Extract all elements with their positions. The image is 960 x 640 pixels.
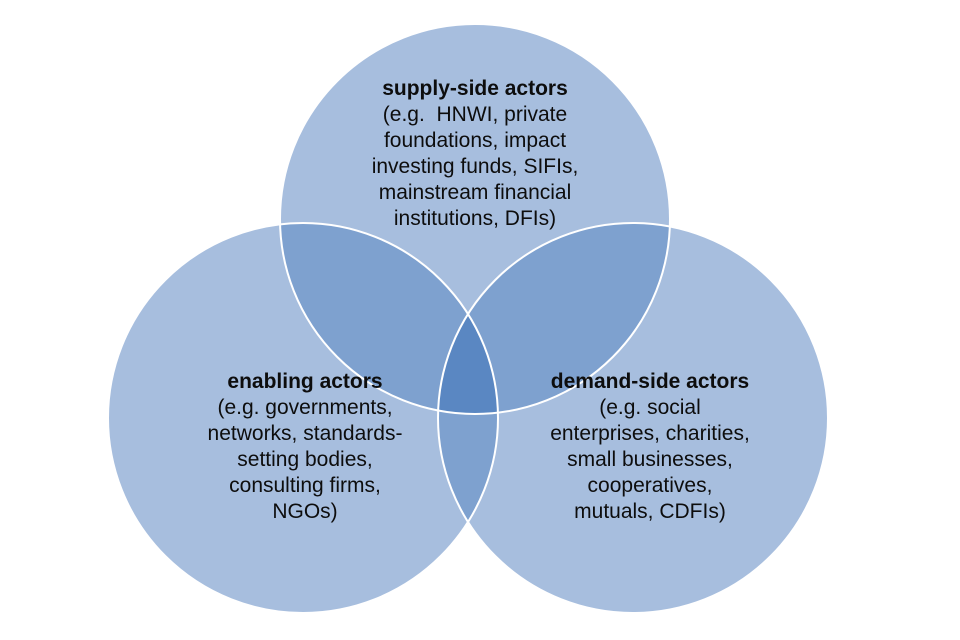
demand-side-title: demand-side actors xyxy=(550,370,750,393)
enabling-line-5: NGOs) xyxy=(272,500,338,523)
overlap-supply-demand xyxy=(438,223,670,414)
supply-side-line-3: investing funds, SIFIs, xyxy=(371,155,579,178)
supply-side-line-4: mainstream financial xyxy=(378,181,572,204)
demand-side-line-2: enterprises, charities, xyxy=(550,422,750,445)
outline-demand xyxy=(437,222,829,614)
enabling-line-3: setting bodies, xyxy=(237,448,373,471)
supply-side-line-1: (e.g. HNWI, private xyxy=(382,103,568,126)
outline-enabling xyxy=(107,222,499,614)
supply-side-label: supply-side actors (e.g. HNWI, private f… xyxy=(320,76,630,232)
enabling-line-2: networks, standards- xyxy=(207,422,403,445)
demand-side-label: demand-side actors (e.g. social enterpri… xyxy=(495,369,805,525)
demand-side-line-1: (e.g. social xyxy=(599,396,701,419)
demand-side-line-5: mutuals, CDFIs) xyxy=(574,500,726,523)
enabling-label: enabling actors (e.g. governments, netwo… xyxy=(150,369,460,525)
demand-side-line-4: cooperatives, xyxy=(587,474,713,497)
supply-side-line-2: foundations, impact xyxy=(383,129,567,152)
overlap-supply-enabling xyxy=(280,223,498,414)
demand-side-line-3: small businesses, xyxy=(567,448,733,471)
outline-supply xyxy=(279,23,671,415)
enabling-line-1: (e.g. governments, xyxy=(217,396,393,419)
supply-side-title: supply-side actors xyxy=(382,77,568,100)
supply-side-line-5: institutions, DFIs) xyxy=(393,207,557,230)
enabling-title: enabling actors xyxy=(227,370,383,393)
enabling-line-4: consulting firms, xyxy=(229,474,381,497)
